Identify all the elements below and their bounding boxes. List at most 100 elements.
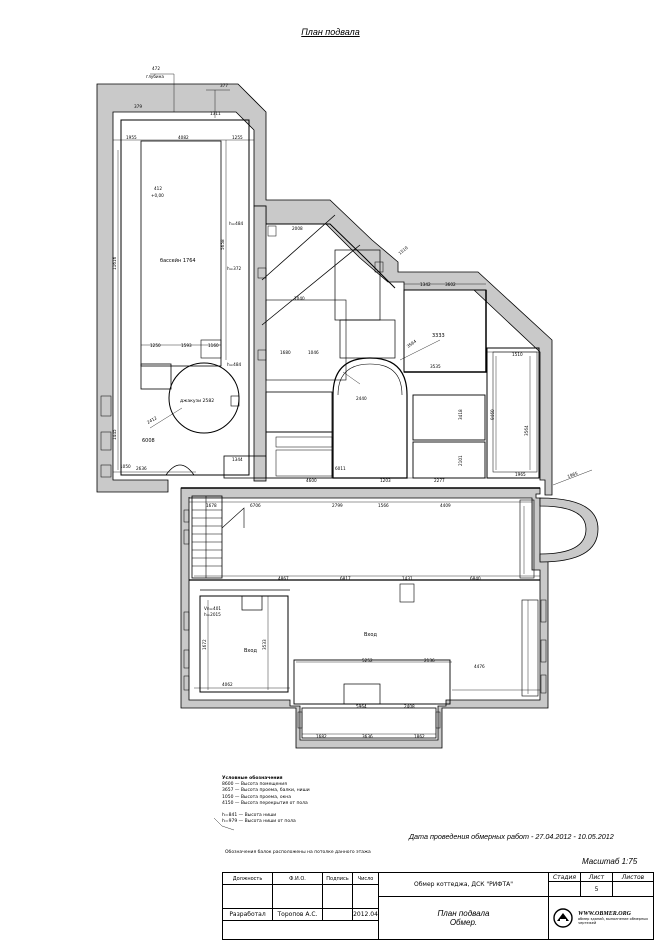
stamp-sheets-value xyxy=(613,882,653,897)
dim-4867: 4867 xyxy=(278,576,289,581)
stamp-blank xyxy=(273,885,323,909)
dim-1445: 1445 xyxy=(112,429,117,440)
dim-2799: 2799 xyxy=(332,503,343,508)
room-label-r: 3333 xyxy=(432,333,445,339)
dim-1203: 1203 xyxy=(380,478,391,483)
room-small-412: 412 xyxy=(154,186,162,191)
dim-1040: 1040 xyxy=(294,296,305,301)
stamp-h-sheet: Лист xyxy=(581,873,613,882)
room-label-bottom-left: Вход xyxy=(244,648,257,654)
dim-1680: 1680 xyxy=(280,350,291,355)
dim-1965b: 1965 xyxy=(567,470,579,478)
dim-2440: 2440 xyxy=(356,396,367,401)
dim-6706: 6706 xyxy=(250,503,261,508)
dim-5658: 5658 xyxy=(220,239,225,250)
dim-1431: 1431 xyxy=(402,576,413,581)
dim-472: 472 xyxy=(152,66,160,71)
legend-leader xyxy=(213,817,235,831)
dim-5252: 5252 xyxy=(362,658,373,663)
dim-472-sub: глубина xyxy=(146,74,164,79)
dim-1965: 1965 xyxy=(515,472,526,477)
dim-2101: 2101 xyxy=(458,455,463,466)
dim-vn: Vn=401 xyxy=(204,606,221,611)
dim-3535: 3535 xyxy=(430,364,441,369)
dim-4409: 4409 xyxy=(440,503,451,508)
room-pool-label: бассейн 1764 xyxy=(160,257,196,264)
legend: Условные обозначения 8600 — Высота помещ… xyxy=(222,776,310,825)
dim-1682: 1682 xyxy=(316,734,327,739)
plan-title: План подвала xyxy=(301,27,360,37)
drawing-title-line2: Обмер. xyxy=(449,918,478,927)
legend-item: h=979 — Высота ниши от пола xyxy=(222,819,296,825)
dim-2636: 2636 xyxy=(136,466,147,471)
dim-1510: 1510 xyxy=(512,352,523,357)
stamp-blank xyxy=(353,885,379,909)
scale-label: Масштаб 1:75 xyxy=(582,857,638,866)
stamp-blank xyxy=(223,921,379,939)
room-labels: 6008 3333 Вход Вход xyxy=(142,333,445,654)
dim-1344: 1344 xyxy=(232,457,243,462)
dim-1250: 1250 xyxy=(150,343,161,348)
dim-3636: 3636 xyxy=(362,734,373,739)
dim-4600: 4600 xyxy=(306,478,317,483)
stamp-stage-value xyxy=(549,882,581,897)
stamp-date1: 2012.04 xyxy=(353,909,379,921)
company-site: WWW.OBMER.ORG xyxy=(578,911,631,917)
dim-1046: 1046 xyxy=(308,350,319,355)
stamp-h-role: Должность xyxy=(223,873,273,885)
dim-6817: 6817 xyxy=(340,576,351,581)
legend-title: Условные обозначения xyxy=(222,776,283,781)
dim-1311: 1311 xyxy=(210,111,221,116)
dim-2412: 2412 xyxy=(146,415,158,425)
dim-1160: 1160 xyxy=(208,343,219,348)
stamp-h-date: Число xyxy=(353,873,379,885)
dimension-labels: 472 глубина 377 379 1955 4082 1255 1311 … xyxy=(112,66,579,739)
inner-walls xyxy=(100,119,547,739)
dim-2277: 2277 xyxy=(434,478,445,483)
dim-h484b: h=484 xyxy=(227,362,241,367)
room-label-main: Вход xyxy=(364,632,377,638)
stamp-signature xyxy=(323,909,353,921)
stamp-sheet-number: 5 xyxy=(581,882,613,897)
dim-379: 379 xyxy=(134,104,142,109)
dim-11616: 11616 xyxy=(112,256,117,270)
outer-walls xyxy=(96,83,599,749)
dim-3418: 3418 xyxy=(458,409,463,420)
dim-vh2: h=2015 xyxy=(204,612,221,617)
room-small-level: +0,00 xyxy=(151,193,164,198)
stamp-company: WWW.OBMER.ORG обмер зданий, выполнение о… xyxy=(549,897,653,939)
title-block: Должность Ф.И.О. Подпись Число Обмер кот… xyxy=(222,872,654,940)
company-logo-icon xyxy=(553,908,573,928)
beam-note: Обозначения балок расположены на потолке… xyxy=(225,850,371,855)
dim-377: 377 xyxy=(220,83,228,88)
legend-item: h=841 — Высота ниши xyxy=(222,813,277,819)
stamp-h-sign: Подпись xyxy=(323,873,353,885)
dim-2408: 2408 xyxy=(404,704,415,709)
dim-5964: 5964 xyxy=(356,704,367,709)
dim-1255: 1255 xyxy=(232,135,243,140)
stamp-role1: Разработал xyxy=(223,909,273,921)
dimension-lines xyxy=(113,73,593,735)
drawing-title-line1: План подвала xyxy=(437,909,490,918)
dim-3563: 3564 xyxy=(406,338,418,348)
dim-1862: 1862 xyxy=(414,734,425,739)
dim-h372: h=372 xyxy=(227,266,241,271)
dim-4476: 4476 xyxy=(474,664,485,669)
dim-1566: 1566 xyxy=(378,503,389,508)
legend-item: 3657 — Высота проема, балки, ниши xyxy=(222,788,310,794)
stamp-h-stage: Стадия xyxy=(549,873,581,882)
stamp-drawing-title: План подвала Обмер. xyxy=(379,897,549,939)
company-sub: обмер зданий, выполнение обмерных чертеж… xyxy=(578,917,649,925)
dim-1593: 1593 xyxy=(181,343,192,348)
dim-1342: 1342 xyxy=(420,282,431,287)
dim-3602: 3602 xyxy=(445,282,456,287)
dim-1510b: 1510 xyxy=(397,245,409,256)
stamp-project: Обмер коттеджа, ДСК "РИФТА" xyxy=(379,873,549,897)
dim-2136: 2136 xyxy=(424,658,435,663)
legend-item: 4150 — Высота перекрытия от пола xyxy=(222,800,308,806)
dim-4082: 4082 xyxy=(178,135,189,140)
dim-h484: h=484 xyxy=(229,221,243,226)
dim-1955: 1955 xyxy=(126,135,137,140)
dim-3533: 3533 xyxy=(262,639,267,650)
